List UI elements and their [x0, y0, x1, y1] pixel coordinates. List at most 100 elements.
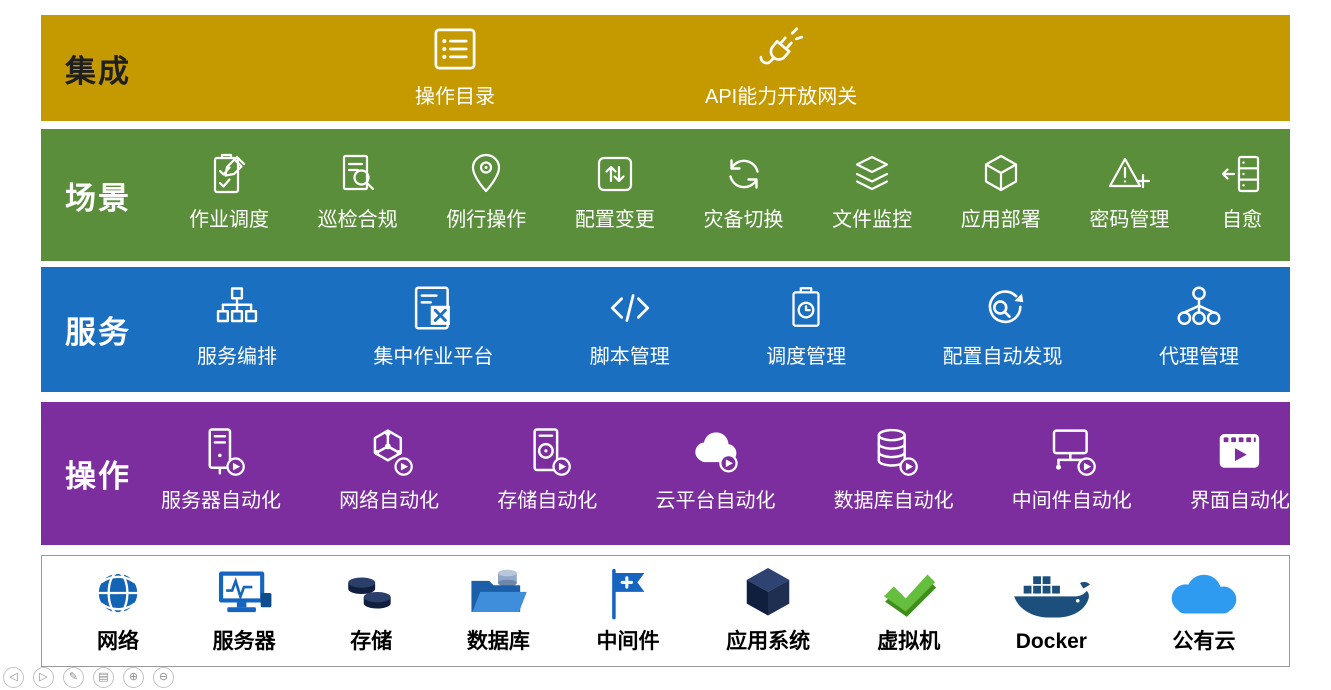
item-database-automation: 数据库自动化	[834, 423, 954, 512]
item-api-gateway: API能力开放网关	[705, 21, 857, 108]
item-label: 密码管理	[1089, 208, 1170, 231]
item-label: 配置自动发现	[942, 345, 1063, 368]
item-file-monitoring: 文件监控	[832, 148, 912, 231]
item-script-management: 脚本管理	[590, 279, 670, 368]
item-ui-automation: 界面自动化	[1190, 423, 1290, 512]
item-label: 虚拟机	[877, 629, 941, 653]
service-layer-title: 服务	[65, 315, 131, 350]
item-label: 自愈	[1222, 208, 1262, 231]
item-service-orchestration: 服务编排	[197, 279, 277, 368]
middleware-play-icon	[1052, 428, 1096, 476]
discovery-refresh-icon	[988, 289, 1023, 323]
location-pin-icon	[472, 153, 501, 192]
globe-icon	[96, 571, 140, 615]
item-label: 数据库	[466, 629, 530, 653]
item-public-cloud: 公有云	[1162, 561, 1246, 653]
item-label: 数据库自动化	[833, 489, 954, 512]
zoom-in-button[interactable]: ⊕	[123, 667, 144, 688]
cloud-solid-icon	[1171, 574, 1237, 614]
item-label: 脚本管理	[589, 345, 670, 368]
item-label: 服务编排	[197, 345, 277, 368]
item-password-management: 密码管理	[1089, 148, 1169, 231]
server-restore-icon	[1221, 155, 1260, 192]
item-label: 中间件	[596, 629, 660, 653]
item-storage-automation: 存储自动化	[497, 423, 597, 512]
item-storage: 存储	[342, 561, 400, 653]
schedule-clock-icon	[792, 286, 820, 327]
item-app-deployment: 应用部署	[961, 148, 1041, 231]
item-schedule-management: 调度管理	[766, 279, 846, 368]
operation-items: 服务器自动化	[161, 423, 1290, 525]
pen-tool-button[interactable]: ✎	[63, 667, 84, 688]
item-server: 服务器	[213, 561, 276, 653]
cube-3d-icon	[746, 567, 790, 616]
scenario-layer-title: 场景	[65, 180, 131, 216]
item-label: 巡检合规	[317, 208, 398, 231]
resource-items: 网络 服务器	[42, 561, 1289, 661]
resources-row: 网络 服务器	[41, 555, 1290, 667]
storage-play-icon	[533, 427, 572, 476]
next-slide-button[interactable]: ▷	[33, 667, 54, 688]
item-label: 存储自动化	[497, 489, 598, 512]
item-server-automation: 服务器自动化	[161, 423, 281, 512]
item-disaster-switch: 灾备切换	[704, 148, 784, 231]
slides-overview-button[interactable]: ▤	[93, 667, 114, 688]
operation-layer-row: 操作 服务器自动化	[41, 402, 1290, 545]
layers-icon	[856, 155, 889, 190]
server-play-icon	[208, 427, 245, 476]
item-config-change: 配置变更	[575, 148, 655, 231]
item-central-job-platform: 集中作业平台	[373, 279, 493, 368]
warning-plus-icon	[1109, 157, 1151, 188]
operation-layer-title: 操作	[65, 459, 131, 494]
scenario-layer-row: 场景 作业调度	[41, 129, 1290, 261]
flag-plus-icon	[612, 568, 645, 620]
swap-arrows-icon	[597, 156, 632, 191]
item-network-automation: 网络自动化	[339, 423, 439, 512]
document-search-icon	[342, 154, 374, 190]
service-layer-row: 服务	[41, 267, 1290, 392]
network-play-icon	[373, 428, 414, 476]
item-job-scheduling: 作业调度	[189, 148, 269, 231]
item-label: 调度管理	[766, 345, 847, 368]
catalog-list-icon	[434, 28, 476, 69]
item-routine-operation: 例行操作	[446, 148, 526, 231]
api-gateway-plug-icon	[759, 26, 804, 64]
item-label: 作业调度	[189, 208, 269, 231]
item-agent-management: 代理管理	[1159, 279, 1239, 368]
item-label: 代理管理	[1158, 345, 1239, 368]
item-label: 应用系统	[726, 629, 811, 653]
item-middleware-automation: 中间件自动化	[1012, 423, 1132, 512]
previous-slide-button[interactable]: ◁	[3, 667, 24, 688]
item-middleware: 中间件	[597, 561, 660, 653]
integration-items: 操作目录	[189, 21, 1290, 116]
item-app-system: 应用系统	[726, 561, 810, 653]
item-operation-catalog: 操作目录	[415, 21, 495, 108]
job-platform-icon	[415, 286, 451, 329]
check-3d-icon	[883, 574, 936, 617]
viewer-controls: ◁ ▷ ✎ ▤ ⊕ ⊖	[3, 667, 174, 688]
item-database: 数据库	[467, 561, 530, 653]
item-label: 网络	[97, 629, 139, 653]
integration-layer-row: 集成 操作目录	[41, 15, 1290, 121]
item-inspection-compliance: 巡检合规	[318, 148, 398, 231]
item-label: 公有云	[1172, 629, 1236, 653]
agent-nodes-icon	[1177, 286, 1221, 325]
scenario-items: 作业调度 巡检合规	[189, 148, 1290, 243]
item-label: 界面自动化	[1189, 489, 1290, 512]
item-label: Docker	[1015, 629, 1087, 653]
item-label: 服务器	[212, 629, 276, 653]
item-label: 文件监控	[832, 208, 913, 231]
storage-disks-icon	[348, 577, 391, 609]
media-play-icon	[1219, 433, 1260, 468]
item-label: 操作目录	[415, 85, 495, 108]
item-label: 配置变更	[574, 208, 655, 231]
code-icon	[610, 293, 649, 322]
item-label: API能力开放网关	[705, 85, 858, 108]
item-virtual-machine: 虚拟机	[877, 561, 941, 653]
database-play-icon	[877, 428, 918, 476]
item-label: 服务器自动化	[161, 489, 281, 512]
zoom-out-button[interactable]: ⊖	[153, 667, 174, 688]
docker-whale-icon	[1014, 576, 1091, 618]
refresh-arrows-icon	[728, 158, 759, 189]
